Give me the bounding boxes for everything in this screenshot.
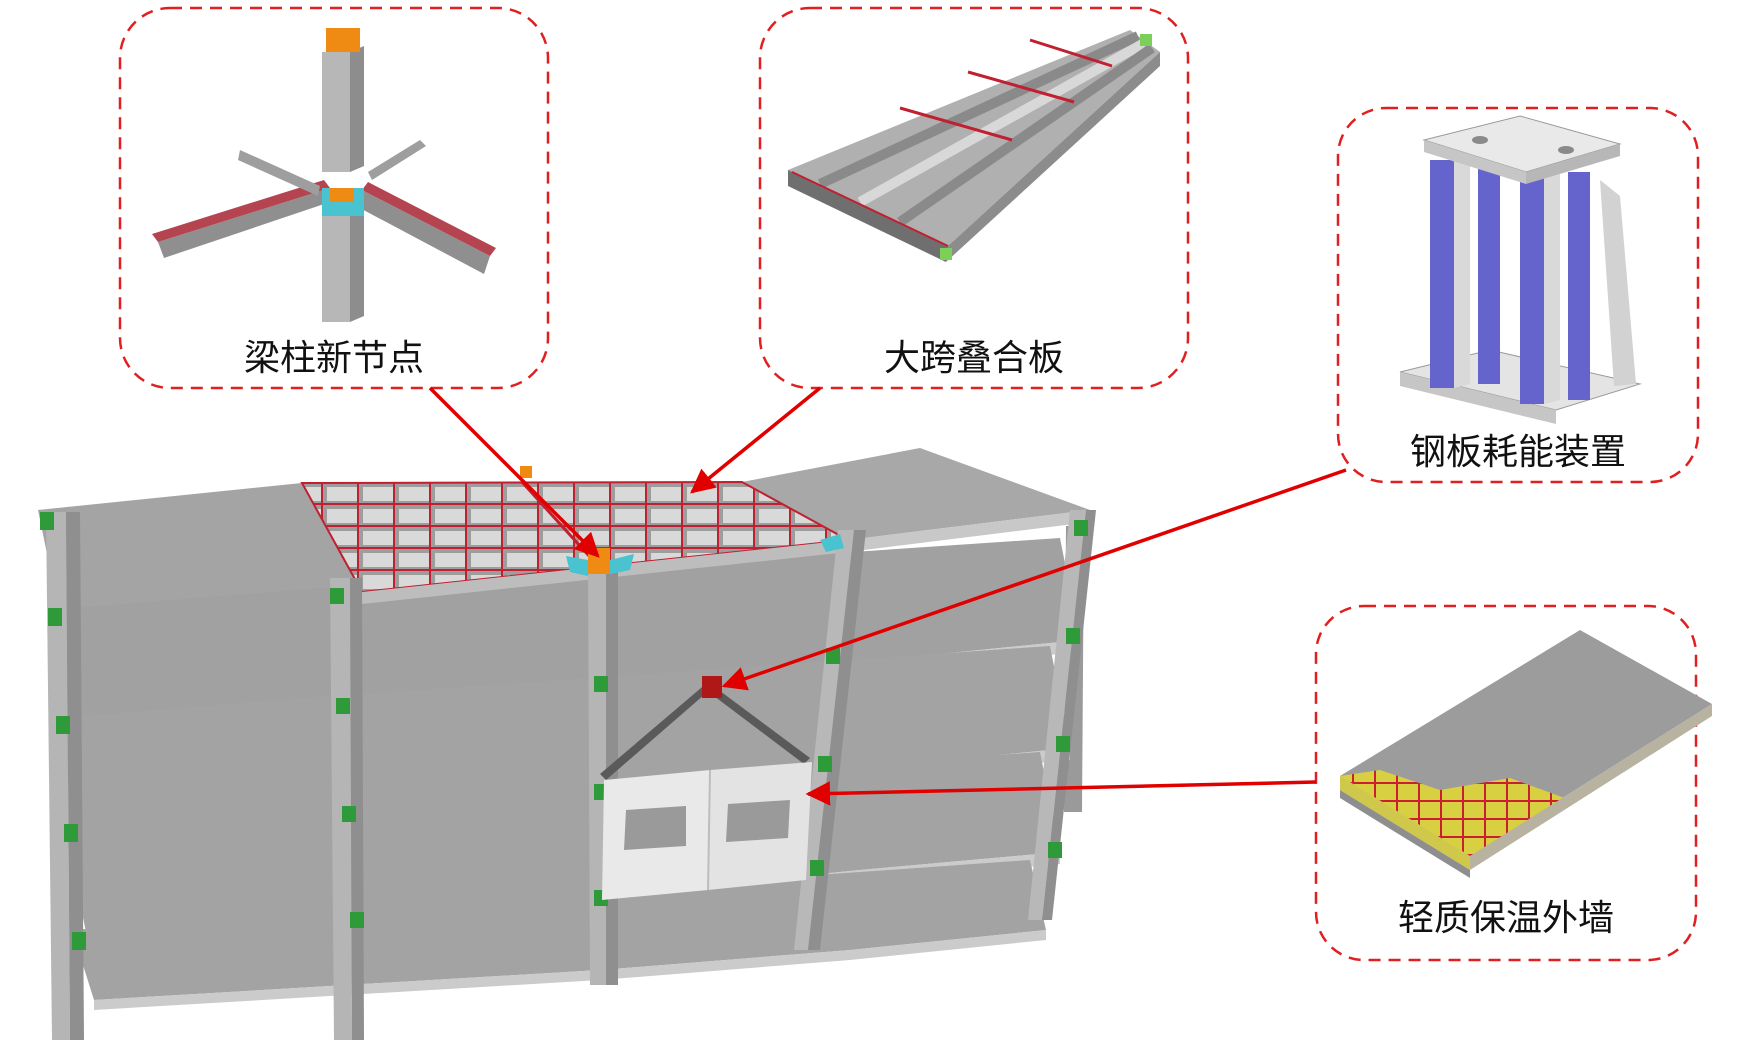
arrow-damper — [721, 468, 1347, 691]
slab-level-4 — [48, 538, 1080, 718]
callout-wall-label: 轻质保温外墙 — [1398, 898, 1614, 939]
arrow-joint — [428, 386, 600, 558]
building-frame — [38, 448, 1096, 1040]
front-columns — [46, 510, 1096, 1040]
callout-slab: 大跨叠合板 — [758, 6, 1190, 390]
callout-joint: 梁柱新节点 — [118, 6, 550, 390]
joint-connectors — [40, 512, 1088, 950]
damper-brace — [600, 676, 810, 780]
joint-illustration-icon — [152, 28, 496, 322]
callout-joint-border — [118, 6, 550, 390]
damper-illustration-icon — [1399, 115, 1642, 424]
callout-damper: 钢板耗能装置 — [1336, 106, 1700, 484]
slab-level-3 — [56, 646, 1070, 826]
slab-illustration-icon — [788, 30, 1160, 262]
arrow-wall — [805, 780, 1317, 806]
callout-slab-border — [758, 6, 1190, 390]
callout-slab-label: 大跨叠合板 — [884, 338, 1064, 379]
callout-joint-label: 梁柱新节点 — [244, 338, 424, 379]
callout-wall: 轻质保温外墙 — [1314, 604, 1712, 962]
callout-damper-border — [1336, 106, 1700, 484]
arrow-slab — [690, 386, 822, 494]
exterior-wall — [602, 762, 812, 900]
callout-damper-label: 钢板耗能装置 — [1410, 432, 1626, 473]
wall-illustration-icon — [1340, 630, 1712, 878]
arrows — [428, 386, 1347, 806]
roof-slab-right — [742, 448, 1090, 540]
roof-slab-left — [38, 483, 362, 617]
